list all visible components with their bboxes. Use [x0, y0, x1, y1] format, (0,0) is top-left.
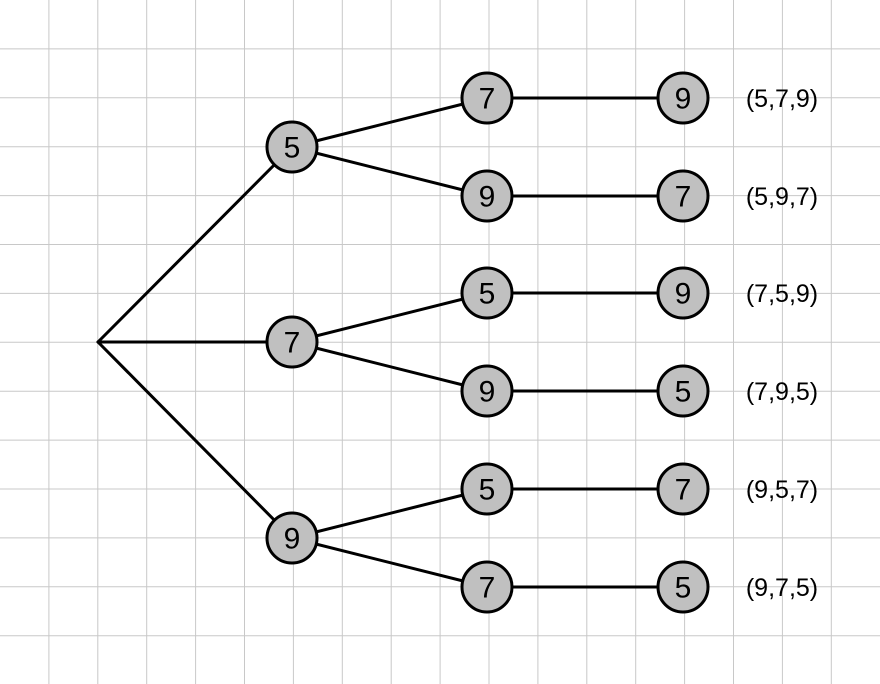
- outcome-label-4: (7,9,5): [746, 378, 818, 406]
- level2-node-3: 5: [460, 266, 514, 320]
- leaf-node-6: 5: [656, 560, 710, 614]
- level1-node-1: 5: [265, 120, 319, 174]
- leaf-node-5-label: 7: [675, 474, 692, 507]
- leaf-node-1: 9: [656, 71, 710, 125]
- level2-node-1-circle: [460, 71, 514, 125]
- edge-root-to-level1-3: [96, 340, 294, 540]
- leaf-node-3: 9: [656, 266, 710, 320]
- leaf-node-6-label: 5: [675, 572, 692, 605]
- level2-node-6: 7: [460, 560, 514, 614]
- edge-level1-to-level2-4: [290, 340, 489, 393]
- level1-node-1-circle: [265, 120, 319, 174]
- outcome-label-2: (5,9,7): [746, 183, 818, 211]
- level2-node-4-label: 9: [479, 376, 496, 409]
- level2-node-2: 9: [460, 169, 514, 223]
- leaf-node-1-circle: [656, 71, 710, 125]
- level1-node-3-label: 9: [284, 523, 301, 556]
- level2-node-4-circle: [460, 364, 514, 418]
- level2-node-5: 5: [460, 462, 514, 516]
- edge-level1-to-level2-1: [290, 96, 489, 149]
- nodes: 5 7 9 9 7 7 5 9 9 5 9 5 7 7 5: [265, 71, 710, 614]
- level1-node-2-circle: [265, 315, 319, 369]
- level2-node-3-circle: [460, 266, 514, 320]
- level2-node-2-label: 9: [479, 181, 496, 214]
- leaf-node-6-circle: [656, 560, 710, 614]
- level1-node-1-label: 5: [284, 132, 301, 165]
- leaf-node-2-label: 7: [675, 181, 692, 214]
- outcome-label-3: (7,5,9): [746, 280, 818, 308]
- level2-node-5-label: 5: [479, 474, 496, 507]
- level1-node-3-circle: [265, 511, 319, 565]
- outcomes: (5,7,9) (5,9,7) (7,5,9) (7,9,5) (9,5,7) (9,7,…: [746, 85, 818, 602]
- leaf-node-2-circle: [656, 169, 710, 223]
- level2-node-6-circle: [460, 560, 514, 614]
- leaf-node-2: 7: [656, 169, 710, 223]
- leaf-node-4-label: 5: [675, 376, 692, 409]
- leaf-node-1-label: 9: [675, 83, 692, 116]
- edge-level1-to-level2-5: [290, 487, 489, 540]
- outcome-label-5: (9,5,7): [746, 476, 818, 504]
- edge-level1-to-level2-6: [290, 536, 489, 589]
- level2-node-3-label: 5: [479, 278, 496, 311]
- level2-node-6-label: 7: [479, 572, 496, 605]
- level1-node-3: 9: [265, 511, 319, 565]
- outcome-label-1: (5,7,9): [746, 85, 818, 113]
- leaf-node-5-circle: [656, 462, 710, 516]
- edges: [96, 96, 685, 589]
- level1-node-2: 7: [265, 315, 319, 369]
- leaf-node-4: 5: [656, 364, 710, 418]
- edge-level1-to-level2-2: [290, 145, 489, 198]
- level2-node-5-circle: [460, 462, 514, 516]
- outcome-label-6: (9,7,5): [746, 574, 818, 602]
- edge-root-to-level1-1: [96, 145, 294, 344]
- leaf-node-3-circle: [656, 266, 710, 320]
- leaf-node-5: 7: [656, 462, 710, 516]
- leaf-node-3-label: 9: [675, 278, 692, 311]
- level2-node-4: 9: [460, 364, 514, 418]
- level2-node-1: 7: [460, 71, 514, 125]
- level1-node-2-label: 7: [284, 327, 301, 360]
- level2-node-2-circle: [460, 169, 514, 223]
- edge-level1-to-level2-3: [290, 291, 489, 344]
- leaf-node-4-circle: [656, 364, 710, 418]
- level2-node-1-label: 7: [479, 83, 496, 116]
